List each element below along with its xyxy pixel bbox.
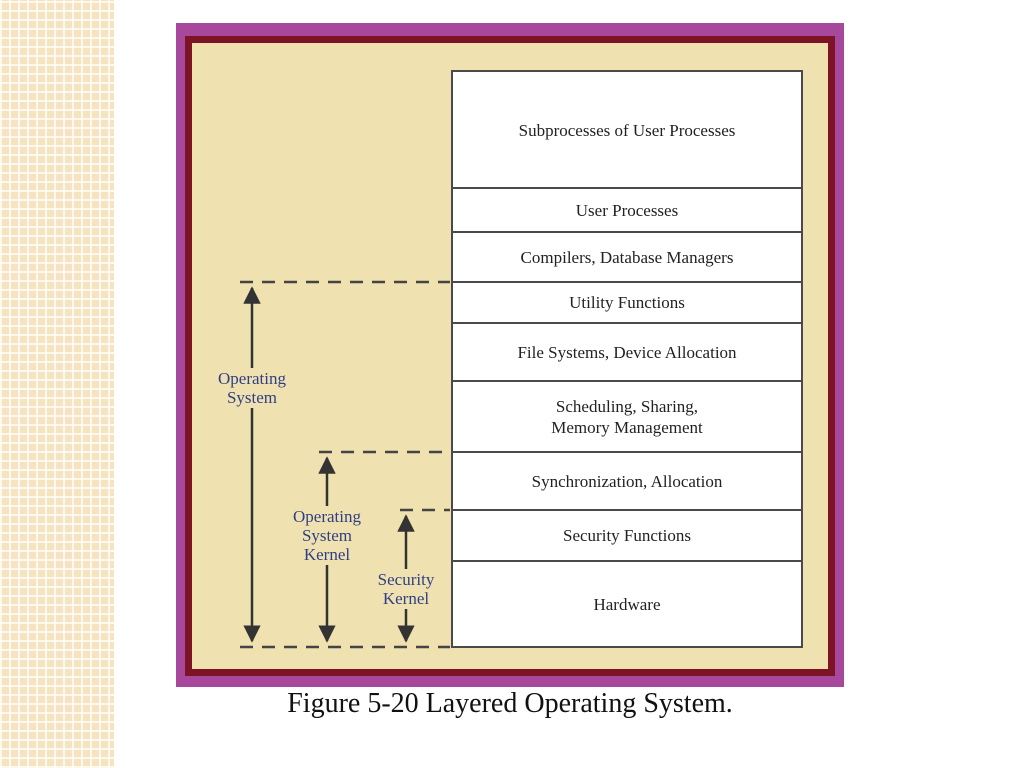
- layer-utility-functions: Utility Functions: [569, 293, 685, 312]
- figure-border: Subprocesses of User Processes User Proc…: [185, 36, 835, 676]
- layer-hardware: Hardware: [593, 594, 661, 614]
- layer-synchronization: Synchronization, Allocation: [531, 471, 723, 491]
- layer-security-functions: Security Functions: [563, 526, 691, 545]
- layer-compilers: Compilers, Database Managers: [520, 247, 734, 267]
- figure-frame: Subprocesses of User Processes User Proc…: [176, 23, 844, 687]
- security-kernel-label: Security Kernel: [370, 569, 442, 609]
- operating-system-label: Operating System: [206, 368, 298, 408]
- layer-diagram-lines: [240, 70, 803, 649]
- figure-caption: Figure 5-20 Layered Operating System.: [287, 688, 733, 719]
- layer-scheduling: Scheduling, Sharing, Memory Management: [551, 396, 703, 437]
- os-kernel-label: Operating System Kernel: [280, 506, 374, 565]
- layer-file-systems: File Systems, Device Allocation: [517, 342, 737, 362]
- layer-subprocesses: Subprocesses of User Processes: [518, 120, 736, 140]
- decorative-side-strip: [0, 0, 114, 768]
- diagram-panel: Subprocesses of User Processes User Proc…: [192, 43, 828, 669]
- layer-user-processes: User Processes: [575, 200, 679, 220]
